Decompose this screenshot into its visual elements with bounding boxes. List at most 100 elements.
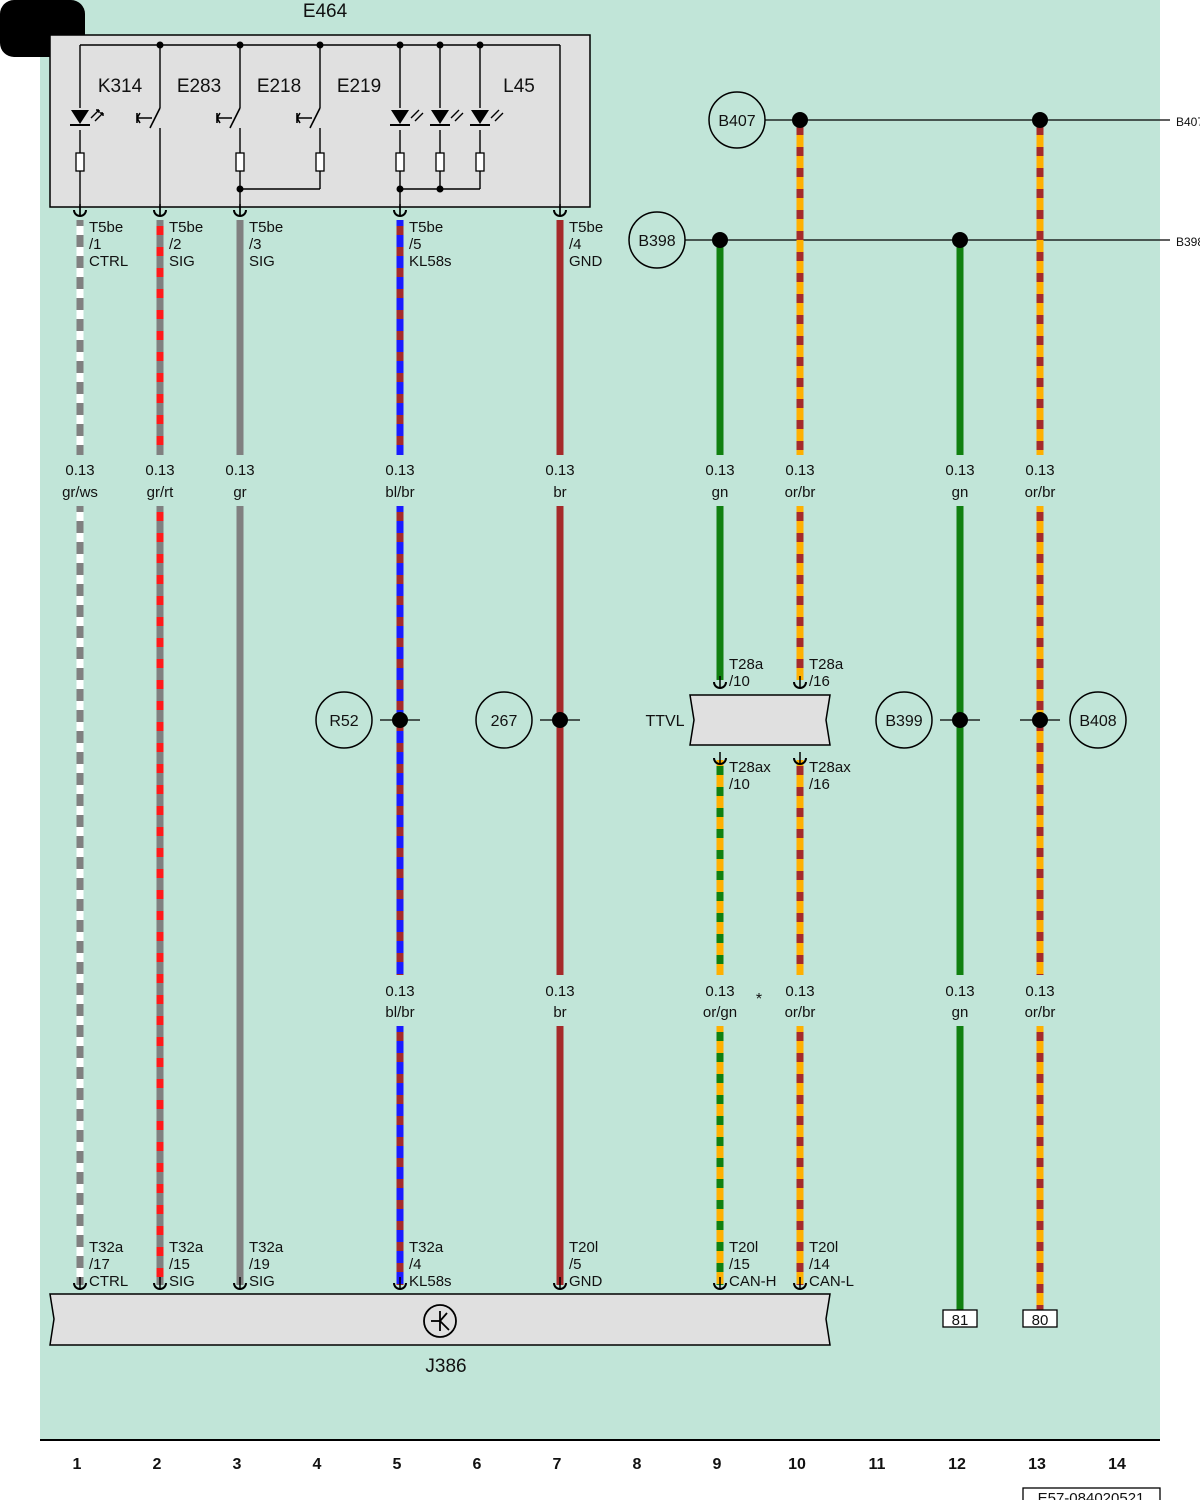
wire-col-13-continuation-label: 80 (1032, 1312, 1049, 1329)
wire-col-1-size-a: 0.13 (65, 462, 94, 479)
wire-col-5-bottom-conn-2: KL58s (409, 1273, 452, 1290)
wire-col-5-size-a: 0.13 (385, 462, 414, 479)
component-j386-label: J386 (425, 1356, 466, 1377)
column-number: 12 (948, 1456, 966, 1473)
wire-col-5-top-conn-1: /5 (409, 236, 422, 253)
diagram-background (40, 0, 1160, 1440)
wire-col-7-bottom-conn-1: /5 (569, 1256, 582, 1273)
element-e218-label: E218 (257, 76, 301, 97)
led-icon (390, 109, 424, 126)
wire-col-2-color-a: gr/rt (147, 484, 175, 501)
wire-col-13-size-b: 0.13 (1025, 983, 1054, 1000)
wire-col-1-top-conn-2: CTRL (89, 253, 128, 270)
bus-b398-edge-label: B398 (1176, 235, 1200, 249)
separation-point-label: TTVL (645, 713, 684, 730)
wire-col-5-splice-r52-label: R52 (329, 713, 358, 730)
component-e464-label: E464 (303, 1, 348, 22)
wire-col-7-size-a: 0.13 (545, 462, 574, 479)
wire-col-3-top-conn-2: SIG (249, 253, 275, 270)
wire-col-10-color-b: or/br (785, 1004, 816, 1021)
wire-col-10-mid-bottom-conn-1: /16 (809, 776, 830, 793)
column-number: 1 (73, 1456, 82, 1473)
bus-node-dots (712, 112, 1048, 248)
wire-col-5-bottom-conn-0: T32a (409, 1239, 444, 1256)
asterisk-note: * (756, 991, 762, 1008)
switch-icon (216, 107, 241, 129)
bus-b407-edge-label: B407 (1176, 115, 1200, 129)
wire-col-9-mid-top-conn-0: T28a (729, 656, 764, 673)
column-number: 9 (713, 1456, 722, 1473)
wire-col-1-bottom-conn-0: T32a (89, 1239, 124, 1256)
element-l45-label: L45 (503, 76, 535, 97)
wire-col-7-color-a: br (553, 484, 566, 501)
column-number: 10 (788, 1456, 806, 1473)
column-number: 5 (393, 1456, 402, 1473)
label-layer: T5beT32a/1/17CTRLCTRL0.13gr/wsT5beT32a/2… (62, 219, 1127, 1329)
led-icon (470, 109, 504, 126)
wire-col-2-bottom-conn-2: SIG (169, 1273, 195, 1290)
wire-col-7-top-conn-0: T5be (569, 219, 603, 236)
wire-col-9-bottom-conn-1: /15 (729, 1256, 750, 1273)
wire-col-5-color-a: bl/br (385, 484, 414, 501)
wire-col-1-bottom-conn-1: /17 (89, 1256, 110, 1273)
wire-col-3-color-a: gr (233, 484, 246, 501)
wire-col-10-bottom-conn-2: CAN-L (809, 1273, 854, 1290)
wire-col-2-bottom-conn-1: /15 (169, 1256, 190, 1273)
column-number: 6 (473, 1456, 482, 1473)
separation-point-ttvl (689, 694, 831, 746)
e464-junction-dots (156, 41, 484, 193)
wire-col-12-continuation-box (942, 1309, 978, 1328)
wire-col-1-color-a: gr/ws (62, 484, 98, 501)
led-icon (70, 109, 104, 126)
wire-col-2-top-conn-2: SIG (169, 253, 195, 270)
wire-col-9-color-a: gn (712, 484, 729, 501)
column-number: 8 (633, 1456, 642, 1473)
wire-col-12-size-a: 0.13 (945, 462, 974, 479)
wire-col-7-top-conn-2: GND (569, 253, 603, 270)
wire-col-13-splice-dot (1032, 712, 1048, 728)
wire-col-2-size-a: 0.13 (145, 462, 174, 479)
wire-col-12-splice-b399-label: B399 (885, 713, 922, 730)
wire-col-12-size-b: 0.13 (945, 983, 974, 1000)
wire-col-2-bottom-conn-0: T32a (169, 1239, 204, 1256)
wire-col-3-bottom-conn-2: SIG (249, 1273, 275, 1290)
wire-col-9-mid-bottom-conn-0: T28ax (729, 759, 771, 776)
wire-col-1-bottom-conn-2: CTRL (89, 1273, 128, 1290)
wire-col-7-top-conn-1: /4 (569, 236, 582, 253)
wire-col-12-splice-b399-circle (875, 691, 933, 749)
wire-col-9-mid-bottom-conn-1: /10 (729, 776, 750, 793)
element-e283-label: E283 (177, 76, 221, 97)
column-number: 14 (1108, 1456, 1126, 1473)
wire-col-10-mid-bottom-conn-0: T28ax (809, 759, 851, 776)
wire-col-10-mid-top-conn-1: /16 (809, 673, 830, 690)
wire-col-5-size-b: 0.13 (385, 983, 414, 1000)
svg-text:B398: B398 (638, 233, 675, 250)
control-unit-icon (423, 1304, 457, 1338)
column-number: 4 (313, 1456, 322, 1473)
wire-col-9-bottom-conn-0: T20l (729, 1239, 758, 1256)
column-number: 7 (553, 1456, 562, 1473)
wire-col-9-bottom-conn-2: CAN-H (729, 1273, 777, 1290)
wire-col-1-top-conn-0: T5be (89, 219, 123, 236)
wire-col-7-splice-267-label: 267 (491, 713, 518, 730)
wire-col-5-top-conn-0: T5be (409, 219, 443, 236)
wire-col-10-bottom-conn-1: /14 (809, 1256, 830, 1273)
wire-col-10-size-b: 0.13 (785, 983, 814, 1000)
wire-col-10-size-a: 0.13 (785, 462, 814, 479)
led-icon (430, 109, 464, 126)
wire-col-13-continuation-box (1022, 1309, 1058, 1328)
wire-col-3-bottom-conn-1: /19 (249, 1256, 270, 1273)
wire-col-2-top-conn-1: /2 (169, 236, 182, 253)
wire-col-12-color-b: gn (952, 1004, 969, 1021)
node-b398: B398 (628, 211, 686, 269)
wire-col-5-splice-r52-circle (315, 691, 373, 749)
wire-col-3-top-conn-1: /3 (249, 236, 262, 253)
wire-col-7-splice-dot (552, 712, 568, 728)
wire-col-5-color-b: bl/br (385, 1004, 414, 1021)
column-number: 13 (1028, 1456, 1046, 1473)
wire-col-12-color-a: gn (952, 484, 969, 501)
switch-icon (136, 107, 161, 129)
wire-col-3-top-conn-0: T5be (249, 219, 283, 236)
wire-col-9-size-b: 0.13 (705, 983, 734, 1000)
